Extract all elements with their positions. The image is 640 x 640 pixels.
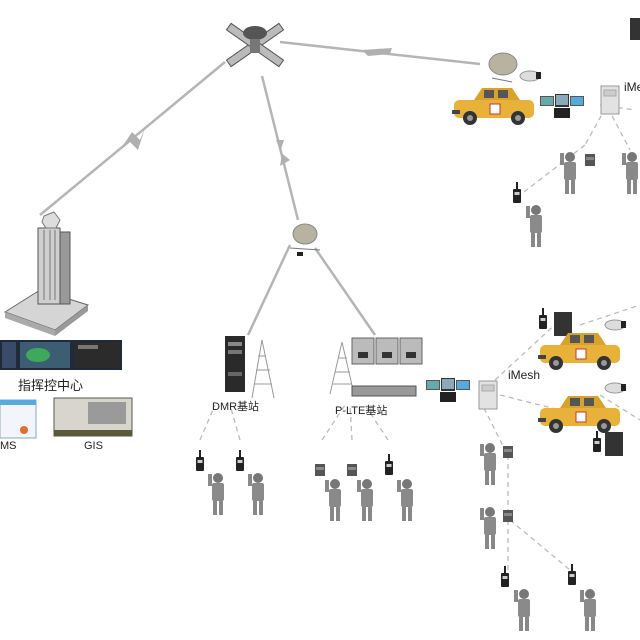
dmr-tower-icon <box>251 339 275 399</box>
person-icon <box>580 589 596 631</box>
repeater-icon <box>554 312 572 336</box>
bolt-icon <box>120 128 145 150</box>
person-icon <box>526 205 542 247</box>
plte-tower-icon <box>329 341 355 395</box>
gis-label: GIS <box>84 440 103 452</box>
link-dish-plte <box>313 247 377 336</box>
imesh-label-top: iMesh <box>624 80 640 94</box>
plte-station-label: P-LTE基站 <box>335 405 388 417</box>
person-icon <box>480 443 496 485</box>
portable-satellite-dish-icon <box>289 223 321 256</box>
terminal-icon <box>503 446 513 458</box>
link-dish-dmr <box>246 244 292 336</box>
satellite-links <box>39 40 481 336</box>
person-icon <box>514 589 530 631</box>
laptop-icon <box>426 378 470 402</box>
plte-equipment-icon <box>351 337 423 397</box>
radio-icon <box>568 564 576 585</box>
person-icon <box>622 152 638 194</box>
radio-icon <box>196 450 204 471</box>
person-icon <box>325 479 341 521</box>
bolt-icon <box>276 140 290 166</box>
imesh-node-icon <box>478 380 498 410</box>
person-icon <box>208 473 224 515</box>
repeater-icon <box>605 432 623 456</box>
wireless-bolts <box>120 48 392 166</box>
imesh-label-middle: iMesh <box>508 368 541 382</box>
command-center-label: 指挥控中心 <box>18 379 84 394</box>
camera-icon <box>604 382 627 394</box>
person-icon <box>357 479 373 521</box>
person-icon <box>480 507 496 549</box>
person-icon <box>248 473 264 515</box>
dmr-cabinet-icon <box>225 336 245 392</box>
bolt-icon <box>362 48 392 56</box>
radio-icon <box>385 454 393 475</box>
radio-icon <box>593 431 601 452</box>
command-center-screens <box>0 340 122 370</box>
dmr-station-label: DMR基站 <box>212 401 260 413</box>
camera-icon <box>519 70 542 82</box>
vehicle-icon <box>451 87 535 126</box>
vehicle-icon <box>537 395 621 434</box>
vehicle-satellite-dish-icon <box>488 52 518 83</box>
radio-icon <box>513 182 521 203</box>
terminal-icon <box>347 464 357 476</box>
vehicle-icon <box>537 332 621 371</box>
satellite-icon <box>225 22 285 68</box>
laptop-icon <box>540 94 584 118</box>
imesh-node-icon <box>600 85 620 115</box>
ms-label: MS <box>0 440 17 452</box>
person-icon <box>560 152 576 194</box>
terminal-icon <box>585 154 595 166</box>
ms-screen <box>0 399 37 439</box>
command-center-building-icon <box>3 211 90 336</box>
terminal-icon <box>503 510 513 522</box>
radio-repeater-icon <box>630 18 640 40</box>
terminal-icon <box>315 464 325 476</box>
person-icon <box>397 479 413 521</box>
radio-icon <box>236 450 244 471</box>
radio-icon <box>539 308 547 329</box>
camera-icon <box>604 319 627 331</box>
gis-screen <box>53 397 133 437</box>
